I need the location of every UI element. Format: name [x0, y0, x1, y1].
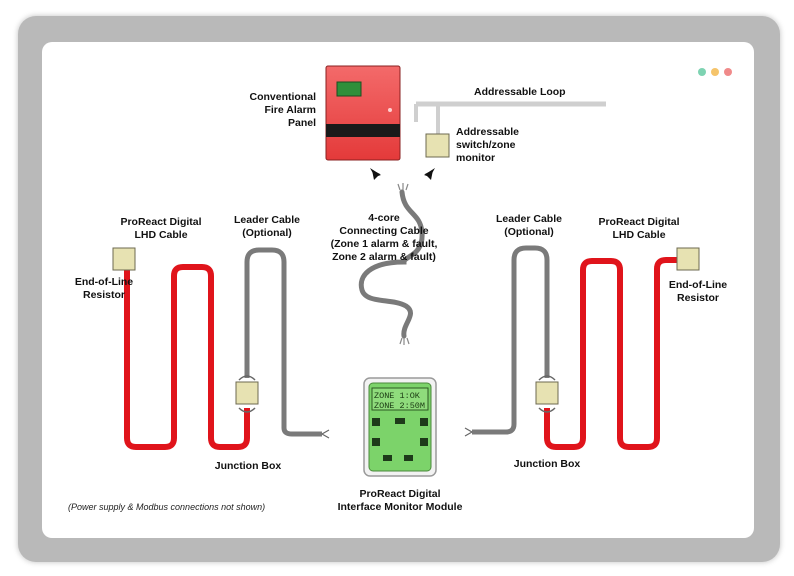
- label-line: ProReact Digital: [598, 216, 680, 228]
- label-line: (Optional): [504, 226, 554, 238]
- window-controls: [698, 68, 732, 76]
- label-line: (Optional): [242, 227, 292, 239]
- connecting-cable: [358, 189, 425, 339]
- cable-wire-ends-top: [397, 183, 409, 191]
- label-connecting-cable: 4-core Connecting Cable (Zone 1 alarm & …: [318, 212, 450, 264]
- label-junction-box-right: Junction Box: [513, 458, 581, 470]
- junction-box-right: [535, 375, 559, 413]
- label-lhd-cable-right: ProReact Digital LHD Cable: [584, 216, 694, 242]
- label-lhd-cable-left: ProReact Digital LHD Cable: [106, 216, 216, 242]
- label-line: ProReact Digital: [120, 216, 202, 228]
- label-line: Resistor: [676, 292, 719, 304]
- fire-alarm-panel: [325, 65, 401, 161]
- label-line: Addressable: [456, 126, 520, 138]
- addressable-loop-line: [414, 101, 606, 134]
- interface-monitor-module: ZONE 1:OK ZONE 2:50M: [363, 377, 437, 477]
- footnote: (Power supply & Modbus connections not s…: [68, 502, 266, 512]
- lhd-cable-left: [124, 260, 250, 450]
- eol-resistor-left: [112, 247, 136, 271]
- label-leader-cable-left: Leader Cable (Optional): [222, 214, 312, 240]
- label-line: monitor: [456, 152, 496, 164]
- window-dot-red[interactable]: [724, 68, 732, 76]
- leader-cable-right: [472, 245, 550, 435]
- arrow-to-panel: [370, 168, 381, 180]
- label-line: Connecting Cable: [339, 225, 429, 237]
- label-junction-box-left: Junction Box: [214, 460, 282, 472]
- label-line: LHD Cable: [134, 229, 188, 241]
- label-line: switch/zone: [456, 139, 516, 151]
- label-line: Panel: [287, 117, 316, 129]
- zone-monitor-box: [425, 133, 450, 158]
- label-fire-alarm-panel: Conventional Fire Alarm Panel: [232, 91, 316, 130]
- module-display-line1: ZONE 1:OK: [374, 391, 421, 401]
- leader-cable-left: [244, 247, 322, 437]
- label-line: Leader Cable: [496, 213, 562, 225]
- eol-resistor-right: [676, 247, 700, 271]
- label-interface-module: ProReact Digital Interface Monitor Modul…: [320, 488, 480, 514]
- label-addressable-loop: Addressable Loop: [474, 86, 566, 98]
- label-line: Leader Cable: [234, 214, 300, 226]
- junction-box-left: [235, 375, 259, 413]
- arrow-to-monitor: [424, 168, 435, 180]
- label-line: LHD Cable: [612, 229, 666, 241]
- module-display-line2: ZONE 2:50M: [374, 401, 425, 411]
- window-dot-yellow[interactable]: [711, 68, 719, 76]
- label-line: (Zone 1 alarm & fault,: [330, 238, 438, 250]
- label-line: Interface Monitor Module: [337, 501, 463, 513]
- label-eol-resistor-left: End-of-Line Resistor: [64, 276, 144, 302]
- label-line: Zone 2 alarm & fault): [332, 251, 436, 263]
- label-line: Fire Alarm: [264, 104, 316, 116]
- leader-cable-left-end: [321, 429, 330, 439]
- window-dot-green[interactable]: [698, 68, 706, 76]
- label-line: Resistor: [82, 289, 125, 301]
- label-zone-monitor: Addressable switch/zone monitor: [456, 126, 519, 165]
- label-line: End-of-Line: [668, 279, 728, 291]
- cable-wire-ends-bottom: [399, 337, 410, 345]
- label-line: Conventional: [249, 91, 316, 103]
- label-eol-resistor-right: End-of-Line Resistor: [658, 279, 738, 305]
- label-line: End-of-Line: [74, 276, 134, 288]
- lhd-cable-right: [544, 257, 686, 450]
- label-line: ProReact Digital: [359, 488, 441, 500]
- leader-cable-right-end: [464, 427, 473, 437]
- label-leader-cable-right: Leader Cable (Optional): [484, 213, 574, 239]
- label-line: 4-core: [368, 212, 400, 224]
